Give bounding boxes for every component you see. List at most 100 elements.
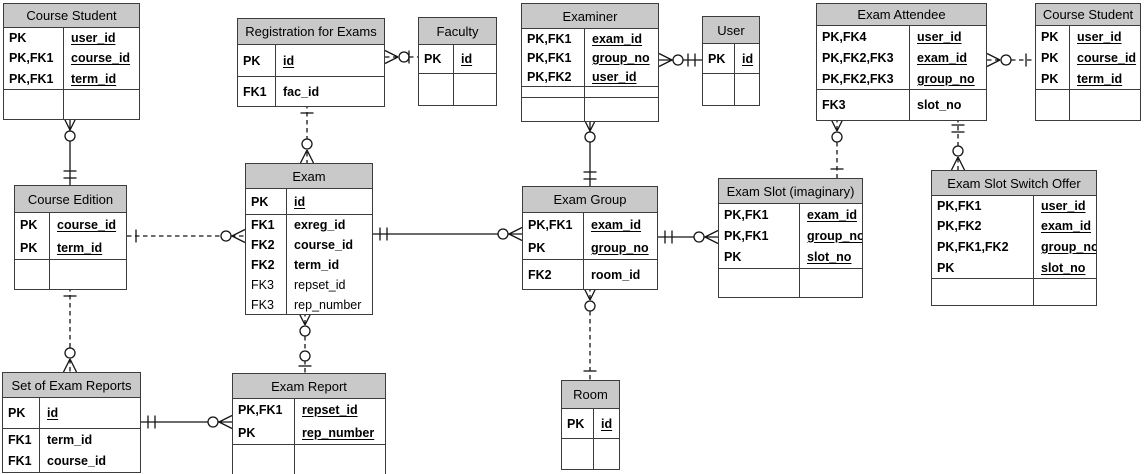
key-label: FK3 (822, 98, 846, 112)
key-label: PK,FK4 (822, 29, 867, 44)
attribute-name: id (453, 45, 496, 73)
key-label: PK (20, 217, 38, 232)
attribute-row: PK,FK1,FK2 group_no (932, 236, 1096, 257)
attribute-row: PK,FK1 exam_id (719, 204, 862, 225)
entity-header: Course Student (1036, 4, 1140, 26)
entity-set-of-exam-reports: Set of Exam Reports PK id FK1 term_id FK… (2, 372, 141, 473)
entity-header: Exam Group (523, 187, 657, 213)
attribute-name: group_no (584, 48, 658, 67)
attribute-row: PK,FK2 exam_id (932, 216, 1096, 236)
entity-section: PK,FK1 exam_id PK,FK1 group_no PK,FK2 us… (522, 29, 658, 86)
attribute-row: PK,FK2,FK3 group_no (817, 68, 986, 89)
relationship-course-edition-exam (127, 228, 246, 244)
key-label: FK3 (251, 297, 274, 312)
entity-course-student-tr: Course Student PK user_id PK course_id P… (1035, 3, 1141, 121)
key-label (15, 260, 49, 289)
entity-faculty: Faculty PK id (418, 17, 497, 106)
entity-user: User PK id (702, 16, 760, 106)
attribute-row: PK rep_number (233, 421, 385, 444)
attribute-name (1069, 90, 1140, 120)
attribute-row: PK,FK1 repset_id (233, 399, 385, 421)
attribute-name (294, 445, 385, 474)
attribute-row: PK,FK1 exam_id (522, 29, 658, 48)
attribute-name (734, 74, 759, 105)
entity-title: User (717, 22, 745, 38)
attribute-name: room_id (583, 260, 657, 289)
attribute-name (63, 90, 139, 119)
key-label: PK,FK1 (238, 403, 283, 417)
key-label: PK,FK2,FK3 (822, 50, 894, 65)
key-label: PK,FK1 (937, 199, 982, 213)
attribute-name: exam_id (583, 213, 657, 236)
attribute-row: PK id (238, 45, 384, 76)
key-label (4, 90, 63, 119)
attribute-row (703, 74, 759, 105)
entity-section (419, 73, 496, 105)
attribute-row: PK,FK2 user_id (522, 67, 658, 86)
attribute-row (522, 87, 658, 97)
attribute-row: PK slot_no (932, 257, 1096, 278)
attribute-name: group_no (799, 225, 862, 246)
key-label: PK (1041, 71, 1059, 86)
relationship-exam-group-exam-slot (658, 229, 719, 245)
entity-header: Room (562, 381, 619, 409)
entity-header: Exam (246, 164, 372, 189)
relationship-course-edition-set-of-exam-reports (62, 287, 78, 373)
attribute-row (562, 439, 619, 469)
attribute-name: exam_id (909, 47, 986, 68)
attribute-name: repset_id (294, 399, 385, 421)
entity-header: User (703, 17, 759, 44)
entity-section: FK1 term_id FK1 course_id (3, 428, 140, 472)
entity-examiner: Examiner PK,FK1 exam_id PK,FK1 group_no … (521, 3, 659, 122)
key-label: FK2 (251, 258, 275, 272)
key-label: PK,FK1 (9, 51, 54, 65)
attribute-name (799, 269, 862, 297)
attribute-row: PK course_id (1036, 47, 1140, 68)
attribute-row: PK id (703, 44, 759, 73)
key-label: PK (251, 194, 269, 209)
attribute-name: term_id (63, 68, 139, 89)
attribute-name: group_no (1033, 236, 1096, 257)
attribute-row: PK,FK1 group_no (522, 48, 658, 67)
entity-exam-group: Exam Group PK,FK1 exam_id PK group_no FK… (522, 186, 658, 290)
relationship-examiner-user (658, 52, 702, 68)
entity-title: Course Student (26, 8, 117, 23)
attribute-row (932, 279, 1096, 305)
attribute-name: term_id (49, 236, 126, 259)
relationship-exam-attendee-course-student-tr (986, 52, 1035, 68)
attribute-name: course_id (286, 235, 372, 255)
attribute-name: exam_id (1033, 216, 1096, 236)
key-label (233, 445, 294, 474)
attribute-row: PK,FK1 user_id (932, 196, 1096, 216)
key-label: PK,FK1,FK2 (937, 239, 1009, 254)
entity-section (719, 268, 862, 297)
relationship-registration-for-exams-exam (299, 104, 315, 164)
attribute-row: FK1 exreg_id (246, 215, 372, 235)
attribute-row: FK2 term_id (246, 255, 372, 275)
relationship-exam-attendee-exam-slot-switch-offer (950, 118, 966, 171)
entity-section (522, 86, 658, 97)
entity-section: PK course_id PK term_id (15, 213, 126, 259)
attribute-row: PK,FK2,FK3 exam_id (817, 47, 986, 68)
attribute-name: exam_id (799, 204, 862, 225)
attribute-row: PK,FK1 exam_id (523, 213, 657, 236)
entity-title: Exam Slot Switch Offer (947, 175, 1081, 191)
entity-title: Exam (292, 168, 326, 184)
key-label: PK,FK1 (528, 217, 573, 232)
relationship-exam-exam-report (297, 311, 313, 373)
entity-section (703, 73, 759, 105)
entity-section (562, 438, 619, 469)
entity-section: PK,FK1 repset_id PK rep_number (233, 399, 385, 444)
attribute-row: PK course_id (15, 213, 126, 236)
attribute-row (233, 445, 385, 474)
entity-header: Course Student (4, 4, 139, 28)
attribute-name: id (734, 44, 759, 73)
attribute-name: user_id (1033, 196, 1096, 216)
key-label: FK1 (243, 84, 267, 99)
entity-section: PK,FK1 user_id PK,FK2 exam_id PK,FK1,FK2… (932, 196, 1096, 278)
attribute-row: FK3 rep_number (246, 295, 372, 314)
key-label: PK,FK1 (724, 228, 769, 243)
key-label: PK (9, 31, 27, 45)
entity-section (4, 89, 139, 119)
